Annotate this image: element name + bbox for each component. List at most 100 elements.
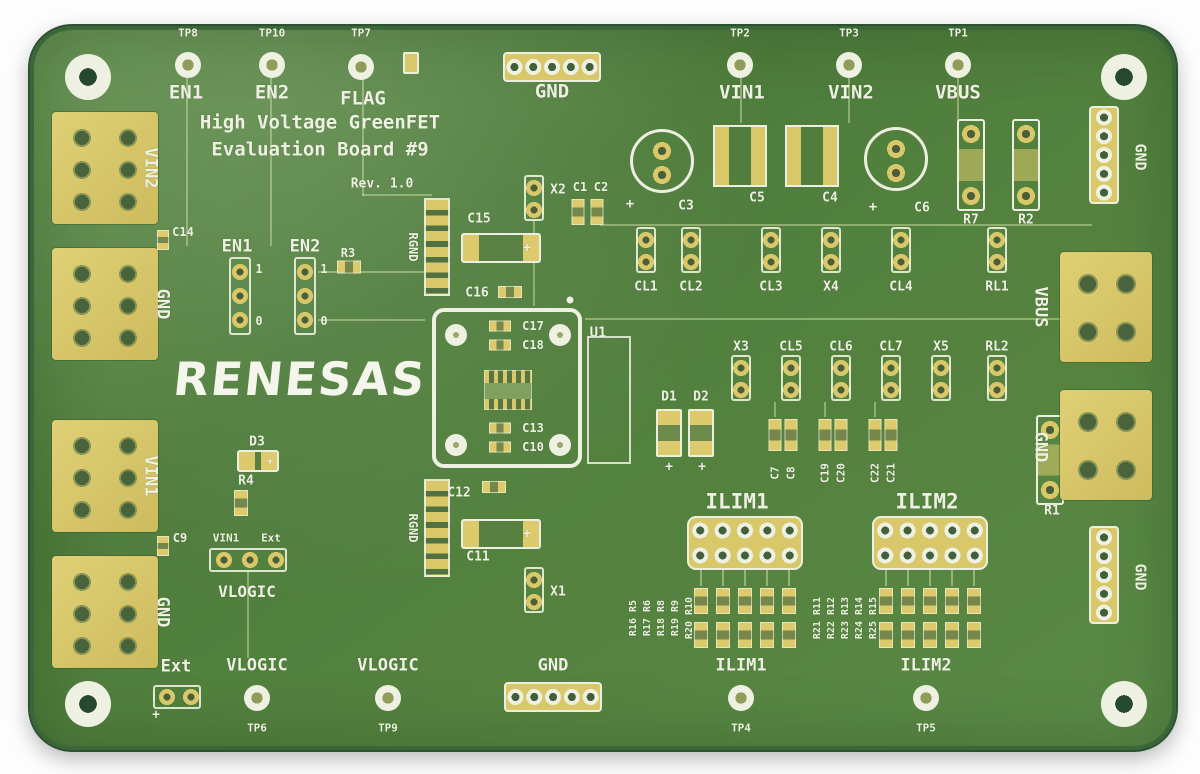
r7-resistor bbox=[957, 119, 985, 211]
vin1-pad-label: VIN1 bbox=[140, 455, 161, 497]
x5-header bbox=[931, 355, 951, 401]
gnd-upper-pad-label: GND bbox=[152, 288, 173, 320]
ilim2-resistor bbox=[923, 588, 937, 614]
cl1-header bbox=[636, 227, 656, 273]
c17-label: C17 bbox=[522, 319, 544, 333]
vlogic-tp6-name: VLOGIC bbox=[226, 655, 288, 676]
ilim1-resistor bbox=[782, 588, 796, 614]
c11-cap bbox=[461, 519, 541, 549]
c2-label: C2 bbox=[593, 180, 609, 194]
c11-polarity: + bbox=[523, 526, 531, 542]
c16-cap bbox=[498, 286, 522, 298]
c20-cap bbox=[834, 419, 848, 451]
trace bbox=[774, 402, 776, 417]
c4-cap bbox=[785, 125, 839, 187]
x4-header bbox=[821, 227, 841, 273]
cl7-header bbox=[881, 355, 901, 401]
rl1-header bbox=[987, 227, 1007, 273]
vlogic-sel-vin1-label: VIN1 bbox=[212, 531, 240, 545]
tp3-label: TP3 bbox=[839, 26, 859, 40]
tp2-label: TP2 bbox=[730, 26, 750, 40]
gnd-bottom-right-label: GND bbox=[1131, 563, 1150, 591]
c18-cap bbox=[489, 339, 511, 351]
c10-label: C10 bbox=[522, 440, 544, 454]
c1-label: C1 bbox=[572, 180, 588, 194]
c15-label: C15 bbox=[467, 211, 491, 227]
trace bbox=[600, 224, 1092, 226]
rl1-label: RL1 bbox=[985, 279, 1009, 295]
c14-cap bbox=[157, 230, 169, 250]
x3-header bbox=[731, 355, 751, 401]
c5-cap bbox=[713, 125, 767, 187]
c1-cap bbox=[571, 199, 585, 225]
x2-header bbox=[524, 175, 544, 221]
trace bbox=[874, 402, 876, 417]
c3-label: C3 bbox=[678, 198, 694, 214]
rgnd-lower-label: RGND bbox=[406, 513, 420, 543]
c5-label: C5 bbox=[749, 190, 765, 206]
vbus-power-pad bbox=[1060, 252, 1152, 362]
trace bbox=[533, 220, 535, 306]
ilim1-header bbox=[687, 516, 803, 570]
u1-courtyard bbox=[587, 336, 631, 464]
x1-header bbox=[524, 567, 544, 613]
c10-cap bbox=[489, 441, 511, 453]
trace bbox=[270, 78, 272, 246]
vin2-pad-label: VIN2 bbox=[140, 147, 161, 189]
c20-label: C20 bbox=[834, 463, 848, 483]
ilim1-resistor bbox=[716, 622, 730, 648]
d3-polarity: + bbox=[266, 454, 274, 468]
ilim2-resistor bbox=[879, 622, 893, 648]
cl2-header bbox=[681, 227, 701, 273]
u1-via bbox=[549, 434, 571, 456]
r4-label: R4 bbox=[238, 473, 254, 489]
c7-cap bbox=[768, 419, 782, 451]
trace bbox=[824, 402, 826, 417]
ilim2-resistor bbox=[945, 622, 959, 648]
cl4-header bbox=[891, 227, 911, 273]
ilim2-resistor bbox=[901, 622, 915, 648]
c15-polarity: + bbox=[523, 240, 531, 256]
c11-label: C11 bbox=[466, 549, 490, 565]
c22-label: C22 bbox=[868, 463, 882, 483]
u1-via bbox=[445, 434, 467, 456]
ilim2-res-label: R23 R13 bbox=[840, 596, 851, 640]
board-title-line2: Evaluation Board #9 bbox=[211, 138, 429, 161]
c6-electrolytic bbox=[864, 127, 928, 191]
ilim1-res-label: R16 R5 bbox=[628, 599, 639, 637]
c21-cap bbox=[884, 419, 898, 451]
ilim2-resistor bbox=[945, 588, 959, 614]
r7-label: R7 bbox=[963, 212, 979, 228]
en2-jumper-header bbox=[294, 257, 316, 335]
ilim2-resistor bbox=[967, 622, 981, 648]
gnd-bottom-label: GND bbox=[537, 655, 569, 676]
c4-label: C4 bbox=[822, 190, 838, 206]
trace bbox=[247, 572, 249, 658]
c6-polarity: + bbox=[868, 199, 878, 215]
gnd-power-pad-lower bbox=[52, 556, 158, 668]
rgnd-upper-strip bbox=[424, 198, 450, 296]
ilim1-resistor bbox=[738, 588, 752, 614]
tp1-label: TP1 bbox=[948, 26, 968, 40]
c8-cap bbox=[784, 419, 798, 451]
trace bbox=[585, 318, 1060, 320]
x1-label: X1 bbox=[550, 584, 566, 600]
d3-label: D3 bbox=[249, 434, 265, 450]
cl3-label: CL3 bbox=[759, 279, 783, 295]
d2-polarity: + bbox=[698, 459, 706, 475]
d1-label: D1 bbox=[661, 389, 677, 405]
ilim1-resistor bbox=[716, 588, 730, 614]
ilim1-resistor bbox=[738, 622, 752, 648]
ilim2-res-label: R21 R11 bbox=[812, 596, 823, 640]
silk-dot bbox=[566, 296, 574, 304]
mount-hole bbox=[1101, 54, 1147, 100]
d2-diode bbox=[688, 409, 714, 457]
c9-cap bbox=[157, 536, 169, 556]
u1-label: U1 bbox=[589, 325, 607, 341]
ilim1-resistor bbox=[694, 588, 708, 614]
cl6-header bbox=[831, 355, 851, 401]
tp10-testpoint bbox=[259, 52, 285, 78]
vin2-power-pad bbox=[52, 112, 158, 224]
c21-label: C21 bbox=[884, 463, 898, 483]
en1-pos0-label: 0 bbox=[255, 314, 263, 328]
